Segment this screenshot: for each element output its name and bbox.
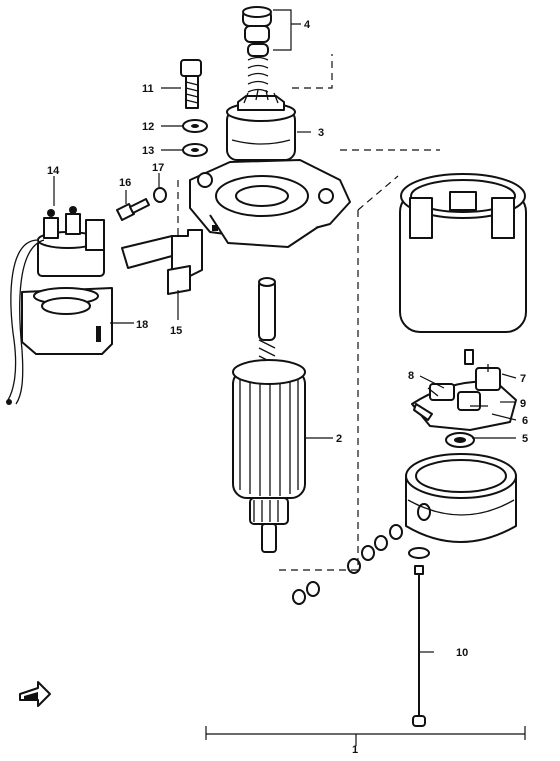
part-label-9: 9 <box>520 398 526 410</box>
part-number-labels: 1 2 3 4 5 6 7 8 9 10 11 12 13 14 15 16 1… <box>47 19 528 756</box>
part-label-4: 4 <box>304 19 311 31</box>
part-label-16: 16 <box>119 177 131 189</box>
part-label-12: 12 <box>142 121 154 133</box>
assembly-1-bracket <box>205 726 526 746</box>
leader-lines <box>53 9 517 653</box>
part-label-13: 13 <box>142 145 154 157</box>
part-10-through-bolt <box>408 547 430 727</box>
part-13-washer <box>182 143 208 157</box>
part-17-lock-washer <box>153 187 167 203</box>
part-label-1: 1 <box>352 744 358 756</box>
part-label-2: 2 <box>336 433 342 445</box>
part-label-3: 3 <box>318 127 324 139</box>
part-label-15: 15 <box>170 325 182 337</box>
part-2-armature <box>232 277 306 553</box>
part-label-17: 17 <box>152 162 164 174</box>
drive-end-housing <box>189 159 351 248</box>
part-label-14: 14 <box>47 165 60 177</box>
part-16-bolt <box>116 198 150 221</box>
part-3-drive-pinion <box>226 89 296 161</box>
brush-holder-assembly <box>411 364 517 431</box>
part-5-washer <box>445 432 475 448</box>
part-label-7: 7 <box>520 373 526 385</box>
assembly-guide-lines <box>177 54 440 571</box>
commutator-end-frame <box>405 453 517 543</box>
part-11-bolt <box>180 59 202 109</box>
part-label-10: 10 <box>456 647 468 659</box>
part-label-5: 5 <box>522 433 528 445</box>
front-direction-arrow-icon <box>19 681 51 707</box>
part-label-6: 6 <box>522 415 528 427</box>
part-15-bracket <box>121 229 203 295</box>
part-18-switch-cover <box>21 287 113 355</box>
yoke-field-frame <box>399 173 527 333</box>
thrust-washers <box>292 524 403 605</box>
part-7-screw <box>464 349 474 365</box>
part-4-stop-ring-spring <box>242 6 272 101</box>
part-label-11: 11 <box>142 83 154 95</box>
part-12-washer <box>182 119 208 133</box>
part-label-8: 8 <box>408 370 414 382</box>
part-label-18: 18 <box>136 319 148 331</box>
